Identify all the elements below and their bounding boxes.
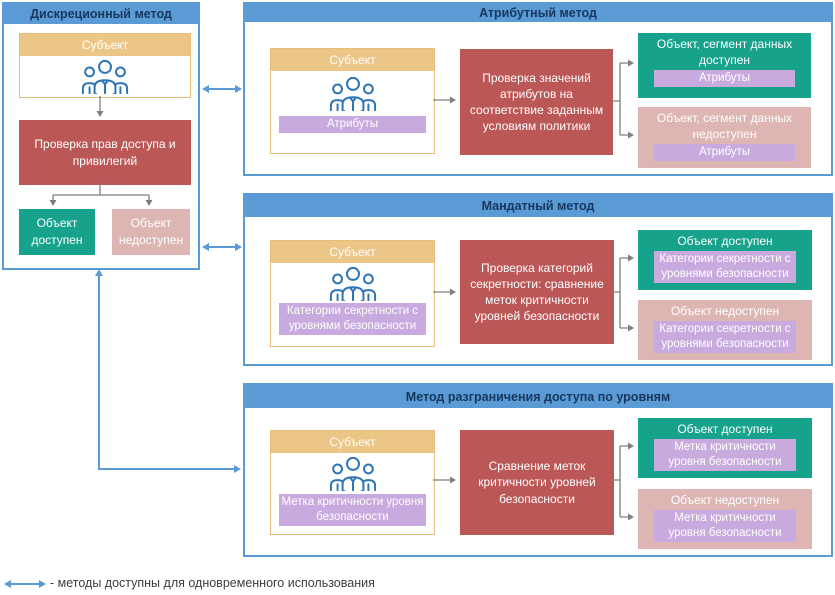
panel-levels-method: Метод разграничения доступа по уровням С… xyxy=(243,383,833,557)
panel-title: Метод разграничения доступа по уровням xyxy=(245,385,831,408)
subject-header: Субъект xyxy=(271,241,434,263)
connector-discretionary-mandatory xyxy=(202,243,242,251)
panel-attribute-method: Атрибутный метод Субъект Атрибуты Провер… xyxy=(243,2,833,176)
criticality-label-tag: Метка критичности уровня безопасности xyxy=(279,494,426,526)
outcome-denied-box: Объект недоступен Категории секретности … xyxy=(638,300,812,360)
outcome-denied-box: Объект, сегмент данных недоступен Атрибу… xyxy=(638,107,811,168)
legend-text: - методы доступны для одновременного исп… xyxy=(50,576,375,590)
attributes-tag: Атрибуты xyxy=(654,70,795,87)
outcome-title: Объект, сегмент данных недоступен xyxy=(656,111,793,141)
people-group-icon xyxy=(328,266,378,301)
subject-header: Субъект xyxy=(20,34,190,56)
subject-body xyxy=(271,71,434,116)
subject-box: Субъект xyxy=(19,33,191,98)
outcome-allowed-box: Объект доступен xyxy=(19,209,95,255)
check-box: Проверка значений атрибутов на соответст… xyxy=(460,49,613,155)
subject-body xyxy=(271,453,434,494)
outcome-allowed-box: Объект доступен Метка критичности уровня… xyxy=(638,418,812,478)
double-arrow-icon xyxy=(4,580,46,588)
panel-title: Атрибутный метод xyxy=(245,4,831,22)
outcome-denied-box: Объект недоступен xyxy=(112,209,190,255)
outcome-title: Объект недоступен xyxy=(670,493,780,507)
check-box: Проверка категорий секретности: сравнени… xyxy=(460,240,614,344)
people-group-icon xyxy=(328,456,378,491)
attributes-tag: Атрибуты xyxy=(279,116,426,133)
subject-header: Субъект xyxy=(271,431,434,453)
outcome-allowed-box: Объект, сегмент данных доступен Атрибуты xyxy=(638,33,811,98)
criticality-label-tag: Метка критичности уровня безопасности xyxy=(654,439,796,471)
subject-box: Субъект Атрибуты xyxy=(270,48,435,154)
panel-mandatory-method: Мандатный метод Субъект Категории секрет… xyxy=(243,193,833,366)
attributes-tag: Атрибуты xyxy=(654,144,795,161)
outcome-title: Объект, сегмент данных доступен xyxy=(656,37,793,67)
criticality-label-tag: Метка критичности уровня безопасности xyxy=(654,510,796,542)
subject-body xyxy=(271,263,434,303)
outcome-title: Объект недоступен xyxy=(670,304,780,318)
outcome-allowed-box: Объект доступен Категории секретности с … xyxy=(638,230,812,290)
security-categories-tag: Категории секретности с уровнями безопас… xyxy=(654,251,796,283)
subject-header: Субъект xyxy=(271,49,434,71)
outcome-title: Объект доступен xyxy=(677,234,773,248)
people-group-icon xyxy=(80,59,130,94)
panel-discretionary-method: Дискреционный метод Субъект Проверка пра… xyxy=(2,2,200,270)
panel-title: Мандатный метод xyxy=(245,195,831,217)
security-categories-tag: Категории секретности с уровнями безопас… xyxy=(654,321,796,353)
people-group-icon xyxy=(328,76,378,111)
check-box: Сравнение меток критичности уровней безо… xyxy=(460,430,614,535)
subject-body xyxy=(20,56,190,97)
subject-box: Субъект Категории секретности с уровнями… xyxy=(270,240,435,347)
connector-discretionary-attribute xyxy=(202,85,242,93)
connector-discretionary-levels xyxy=(95,269,241,473)
check-box: Проверка прав доступа и привилегий xyxy=(19,120,191,185)
outcome-title: Объект доступен xyxy=(677,422,773,436)
panel-title: Дискреционный метод xyxy=(4,4,198,24)
outcome-denied-box: Объект недоступен Метка критичности уров… xyxy=(638,489,812,549)
subject-box: Субъект Метка критичности уровня безопас… xyxy=(270,430,435,535)
security-categories-tag: Категории секретности с уровнями безопас… xyxy=(279,303,426,335)
